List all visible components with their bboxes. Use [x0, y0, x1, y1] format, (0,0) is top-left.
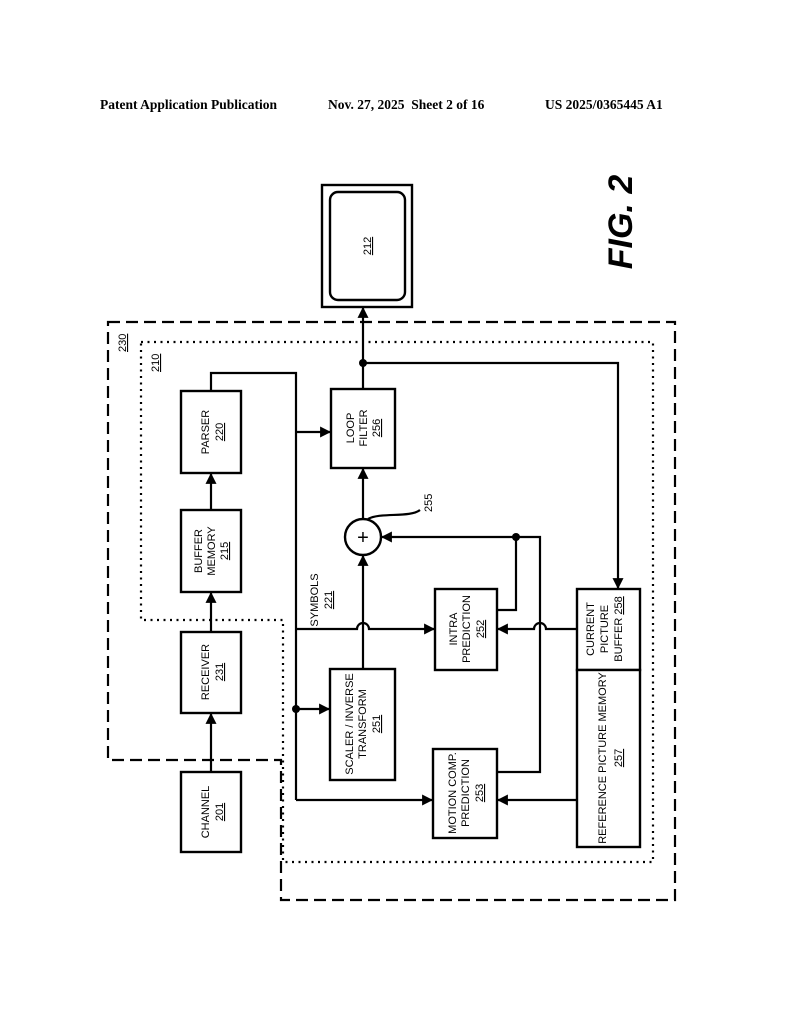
svg-text:INTRA: INTRA — [448, 612, 460, 646]
display-label: 212 — [362, 237, 374, 255]
adder-255 — [343, 517, 383, 557]
svg-text:201: 201 — [214, 803, 226, 821]
current-picture-buffer-block — [575, 587, 642, 672]
publication-label: Patent Application Publication — [100, 97, 278, 112]
region-230-label: 230 — [117, 334, 129, 352]
display-screen — [328, 190, 407, 302]
svg-text:231: 231 — [214, 663, 226, 681]
intra-prediction-block — [433, 587, 499, 672]
symbols-label: SYMBOLS 221 — [309, 573, 335, 626]
svg-text:TRANSFORM: TRANSFORM — [357, 689, 369, 759]
svg-text:FILTER: FILTER — [358, 409, 370, 446]
svg-text:PREDICTION: PREDICTION — [461, 595, 473, 663]
svg-text:251: 251 — [371, 715, 383, 733]
svg-text:REFERENCE PICTURE MEMORY: REFERENCE PICTURE MEMORY — [597, 672, 609, 844]
svg-text:MEMORY: MEMORY — [206, 526, 218, 576]
svg-text:MOTION COMP.: MOTION COMP. — [447, 752, 459, 834]
scaler-inverse-transform-block — [328, 667, 397, 782]
svg-text:253: 253 — [474, 784, 486, 802]
svg-text:257: 257 — [613, 749, 625, 767]
svg-text:CURRENT: CURRENT — [585, 602, 597, 656]
region-210-label: 210 — [150, 354, 162, 372]
svg-text:256: 256 — [371, 419, 383, 437]
svg-text:SCALER / INVERSE: SCALER / INVERSE — [344, 673, 356, 774]
motion-comp-prediction-block — [431, 747, 499, 840]
parser-block — [179, 389, 243, 475]
svg-text:PREDICTION: PREDICTION — [460, 759, 472, 827]
figure-label: FIG. 2 — [602, 175, 640, 270]
svg-text:LOOP: LOOP — [345, 413, 357, 444]
buffer-memory-block — [179, 508, 243, 594]
connections — [205, 306, 624, 806]
svg-text:PARSER: PARSER — [200, 410, 212, 454]
svg-text:CHANNEL: CHANNEL — [200, 786, 212, 839]
date-sheet: Nov. 27, 2025 Sheet 2 of 16 — [328, 97, 485, 112]
svg-text:PICTURE: PICTURE — [599, 605, 611, 653]
channel-block — [179, 770, 243, 854]
svg-text:221: 221 — [323, 591, 335, 609]
receiver-block — [179, 630, 243, 715]
svg-text:215: 215 — [219, 542, 231, 560]
loop-filter-block — [329, 387, 397, 470]
svg-text:BUFFER 258: BUFFER 258 — [613, 596, 625, 661]
reference-picture-memory-block — [575, 668, 642, 849]
svg-text:SYMBOLS: SYMBOLS — [309, 573, 321, 626]
region-230-outline — [106, 320, 677, 902]
svg-text:220: 220 — [214, 423, 226, 441]
adder-symbol: + — [357, 527, 369, 549]
publication-number: US 2025/0365445 A1 — [545, 97, 663, 112]
svg-text:BUFFER: BUFFER — [193, 529, 205, 573]
svg-text:RECEIVER: RECEIVER — [200, 644, 212, 700]
svg-text:252: 252 — [475, 620, 487, 638]
adder-ref-label: 255 — [423, 494, 435, 512]
